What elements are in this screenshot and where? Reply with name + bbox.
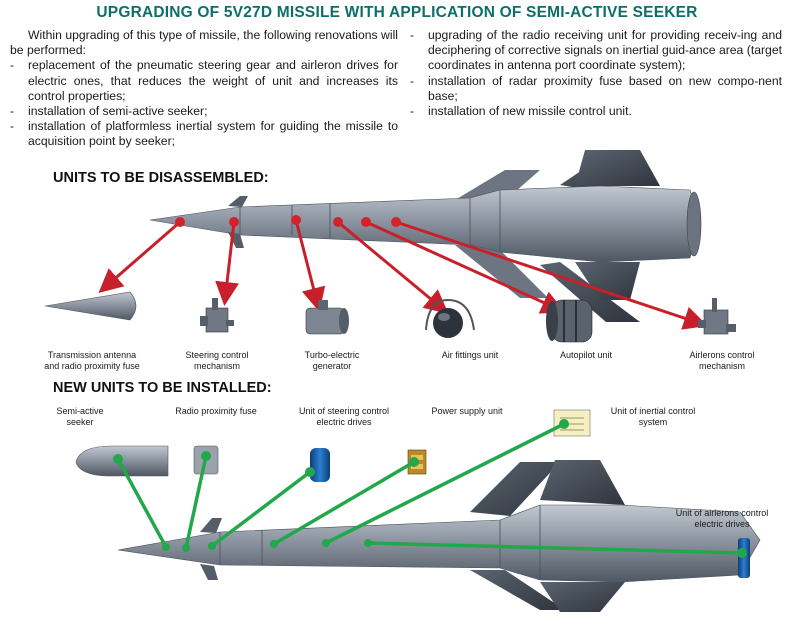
tail-fin-lower <box>575 262 640 300</box>
text-column-right: upgrading of the radio receiving unit fo… <box>410 28 782 119</box>
missile-nozzle <box>686 191 702 257</box>
label-semi-active-seeker: Semi-active seeker <box>56 406 104 427</box>
missile-top <box>149 150 702 322</box>
tail-fin-upper <box>575 150 660 186</box>
label-autopilot: Autopilot unit <box>559 350 613 360</box>
airlerons-drives-part <box>738 538 750 578</box>
label-transmission-antenna: Transmission antenna and radio proximity… <box>44 350 140 371</box>
page-title: UPGRADING OF 5V27D MISSILE WITH APPLICAT… <box>96 4 698 21</box>
line-fuse <box>184 455 208 549</box>
label-power-supply: Power supply unit <box>431 406 503 416</box>
section-disassembled-heading: UNITS TO BE DISASSEMBLED: <box>53 170 269 186</box>
arrow-generator <box>294 219 326 312</box>
list-item: upgrading of the radio receiving unit fo… <box>410 28 782 74</box>
list-item: installation of platformless inertial sy… <box>10 119 398 149</box>
renovation-list-left: replacement of the pneumatic steering ge… <box>10 58 398 149</box>
label-inertial-system: Unit of inertial control system <box>610 406 696 427</box>
renovation-list-right: upgrading of the radio receiving unit fo… <box>410 28 782 119</box>
label-steering-drives: Unit of steering control electric drives <box>298 406 390 427</box>
autopilot-part <box>546 299 593 343</box>
list-item: installation of radar proximity fuse bas… <box>410 74 782 104</box>
arrow-air-fittings <box>337 220 449 314</box>
arrow-autopilot <box>365 220 566 314</box>
list-item: replacement of the pneumatic steering ge… <box>10 58 398 104</box>
intro-paragraph: Within upgrading of this type of missile… <box>10 28 398 58</box>
list-item: installation of new missile control unit… <box>410 104 782 119</box>
nose-cone-part <box>44 291 137 321</box>
label-air-fittings: Air fittings unit <box>441 350 499 360</box>
turbo-generator-part <box>305 300 349 335</box>
list-item: installation of semi-active seeker; <box>10 104 398 119</box>
removed-parts <box>44 291 736 343</box>
air-fittings-part <box>425 298 475 338</box>
label-airlerons-drives: Unit of airlerons control electric drive… <box>675 508 769 529</box>
mid-wing-lower <box>455 245 548 298</box>
line-inertial <box>325 422 565 545</box>
section-installed-heading: NEW UNITS TO BE INSTALLED: <box>53 380 272 396</box>
label-radio-proximity-fuse: Radio proximity fuse <box>175 406 257 416</box>
steering-drives-part <box>310 448 330 482</box>
line-power <box>273 460 415 546</box>
line-seeker <box>116 458 168 548</box>
label-steering-mechanism: Steering control mechanism <box>185 350 249 371</box>
line-airlerons <box>367 541 743 555</box>
install-lines <box>113 419 747 558</box>
arrow-airlerons <box>395 220 708 330</box>
arrow-antenna <box>98 220 181 293</box>
removal-arrows <box>98 215 708 330</box>
arrow-steering <box>215 221 239 306</box>
label-airlerons-mechanism: Airlerons control mechanism <box>689 350 755 371</box>
steering-mechanism-part <box>200 298 234 333</box>
label-turbo-generator: Turbo-electric generator <box>304 350 360 371</box>
missile-bottom <box>117 460 761 612</box>
line-steering <box>210 470 312 548</box>
text-column-left: Within upgrading of this type of missile… <box>10 28 398 150</box>
airlerons-mechanism-part <box>698 298 736 335</box>
